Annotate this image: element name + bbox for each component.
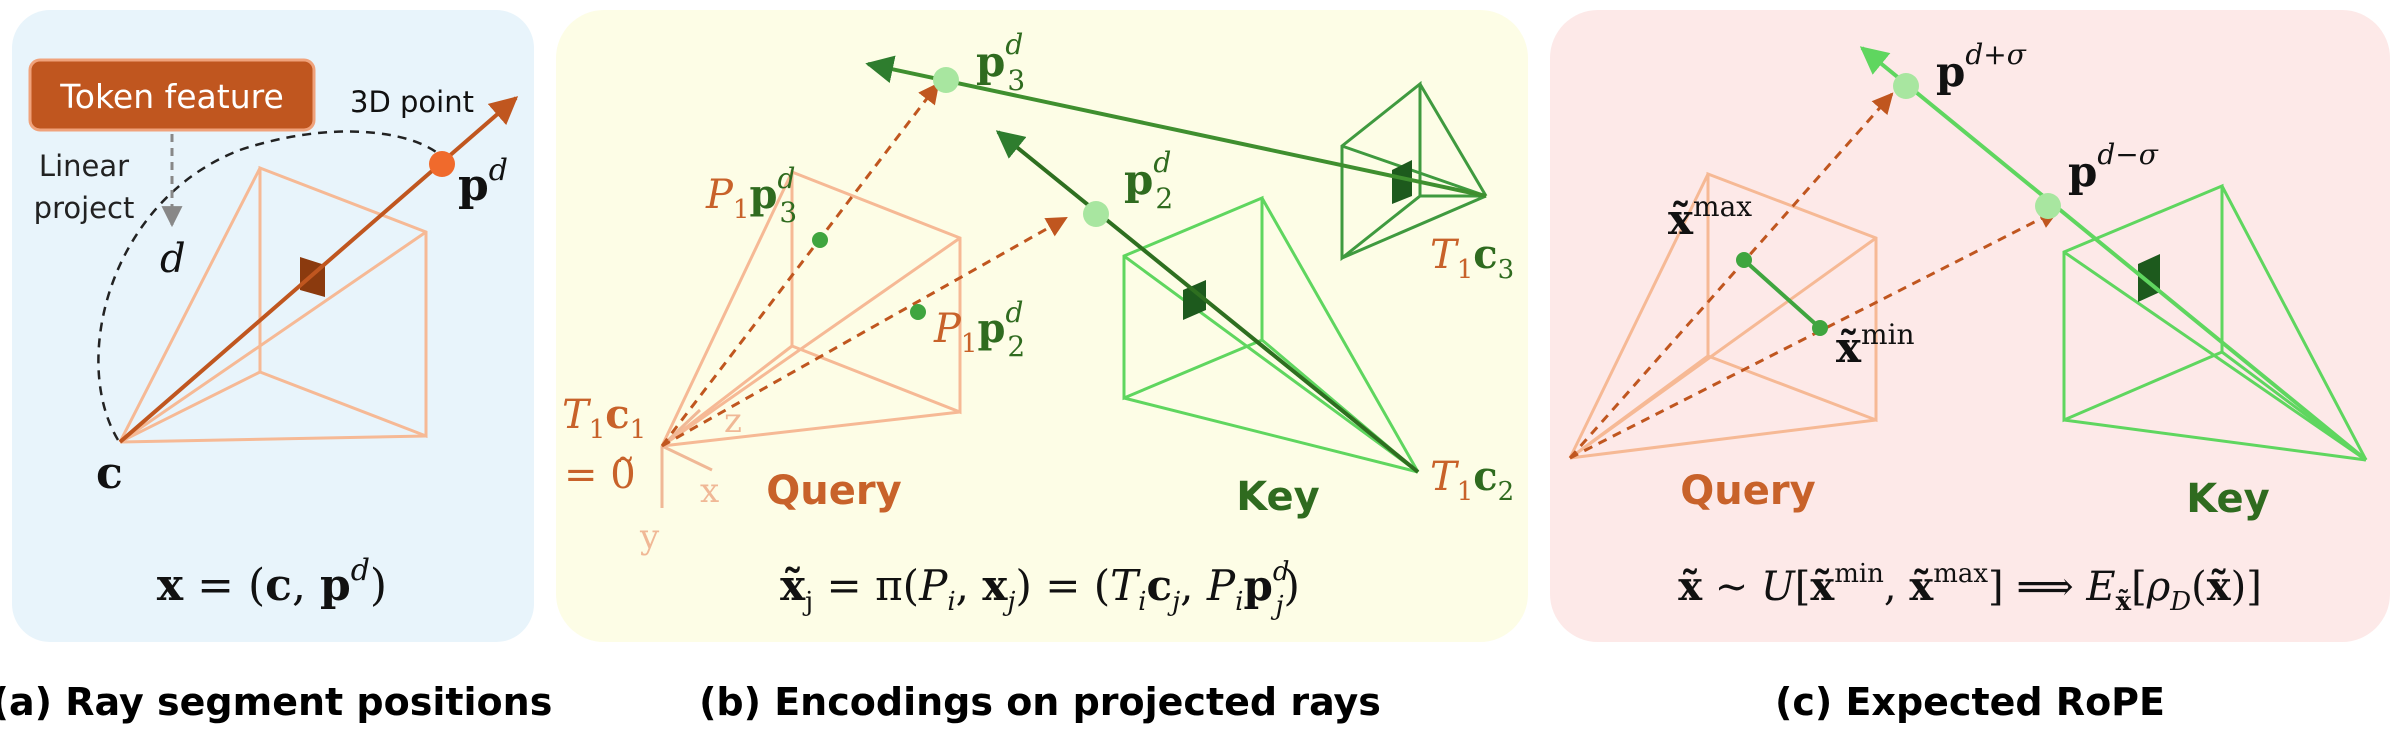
- proj-ray-min: [1569, 208, 2060, 460]
- point-p3: [933, 67, 959, 93]
- label-T1c1: T1c1: [562, 391, 646, 445]
- key-frustum-3: [1340, 80, 1488, 262]
- point-P1p2: [910, 304, 926, 320]
- depth-label: d: [160, 236, 186, 282]
- axis-z-label: z: [724, 401, 742, 441]
- point-xmin: [1812, 320, 1828, 336]
- panel-a-background: [12, 10, 534, 642]
- point-p2: [1083, 201, 1109, 227]
- panel-a-depth-arc: [97, 130, 441, 441]
- ray-key-c: [1859, 46, 2368, 462]
- panel-a-formula: x = (c, pd): [157, 553, 387, 611]
- point-label-3d: 3D point: [350, 85, 474, 119]
- axis-x-label: x: [700, 471, 719, 511]
- caption-c: (c) Expected RoPE: [1775, 680, 2165, 724]
- token-feature-label: Token feature: [59, 77, 284, 116]
- panel-a-point-label: pd: [458, 153, 508, 211]
- query-frustum: [660, 169, 962, 448]
- label-pminus: pd−σ: [2068, 138, 2159, 196]
- proj-ray-3: [660, 82, 940, 447]
- token-feature-box: [28, 58, 316, 132]
- label-xmax: x̃max: [1668, 190, 1752, 244]
- query-frustum-c: [1568, 171, 1878, 460]
- key-label-c: Key: [2186, 476, 2270, 522]
- camera-center-label: c: [96, 448, 123, 499]
- label-pplus: pd+σ: [1936, 38, 2027, 96]
- point-xmax: [1736, 252, 1752, 268]
- point-pplus: [1893, 73, 1919, 99]
- panel-c-formula: x̃ ∼ U[x̃min, x̃max] ⟹ Ex̃[ρD(x̃)]: [1678, 559, 2262, 617]
- label-T1c2: T1c2: [1430, 453, 1514, 507]
- query-label-b: Query: [766, 468, 901, 514]
- caption-a: (a) Ray segment positions: [0, 680, 552, 724]
- panel-a-frustum: [118, 165, 428, 444]
- label-T1c3: T1c3: [1430, 231, 1514, 285]
- key-frustum-c: [2062, 183, 2368, 462]
- key-pixel-3: [1392, 160, 1412, 204]
- panel-b-background: [556, 10, 1528, 642]
- key-pixel-c: [2138, 254, 2160, 302]
- ray-key-2: [995, 130, 1420, 474]
- proj-ray-2: [661, 216, 1068, 448]
- proj-ray-max: [1568, 92, 1894, 459]
- key-frustum-2: [1122, 195, 1420, 474]
- label-zero: = 0̃: [564, 452, 636, 498]
- point-P1p3: [812, 232, 828, 248]
- caption-b: (b) Encodings on projected rays: [699, 680, 1381, 724]
- label-xmin: x̃min: [1836, 318, 1915, 372]
- query-label-c: Query: [1680, 468, 1815, 514]
- point-pminus: [2035, 193, 2061, 219]
- ray-key-3: [865, 55, 1487, 198]
- linear-project-label-2: project: [34, 191, 135, 225]
- key-pixel-2: [1183, 280, 1206, 320]
- key-label-b: Key: [1236, 474, 1320, 520]
- panel-a-point: [429, 151, 455, 177]
- panel-c-background: [1550, 10, 2390, 642]
- axis-y-label: y: [639, 517, 660, 557]
- segment-xmin-xmax: [1742, 258, 1822, 330]
- linear-project-label-1: Linear: [39, 149, 129, 183]
